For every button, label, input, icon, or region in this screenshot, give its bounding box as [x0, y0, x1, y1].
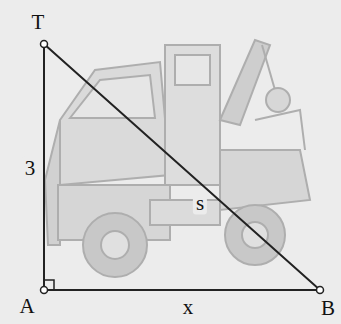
right-triangle — [41, 41, 324, 294]
vertex-label: A — [16, 295, 37, 318]
side-length: x — [180, 296, 197, 319]
vertex-label: B — [318, 297, 338, 320]
side-length: s — [193, 192, 207, 215]
vertex-dot — [317, 287, 324, 294]
vertex-label: T — [29, 11, 48, 34]
side-length: 3 — [22, 157, 39, 180]
vertex-dot — [41, 287, 48, 294]
tow-truck — [45, 40, 310, 277]
triangle-sides — [44, 44, 320, 290]
vertex-dot — [41, 41, 48, 48]
